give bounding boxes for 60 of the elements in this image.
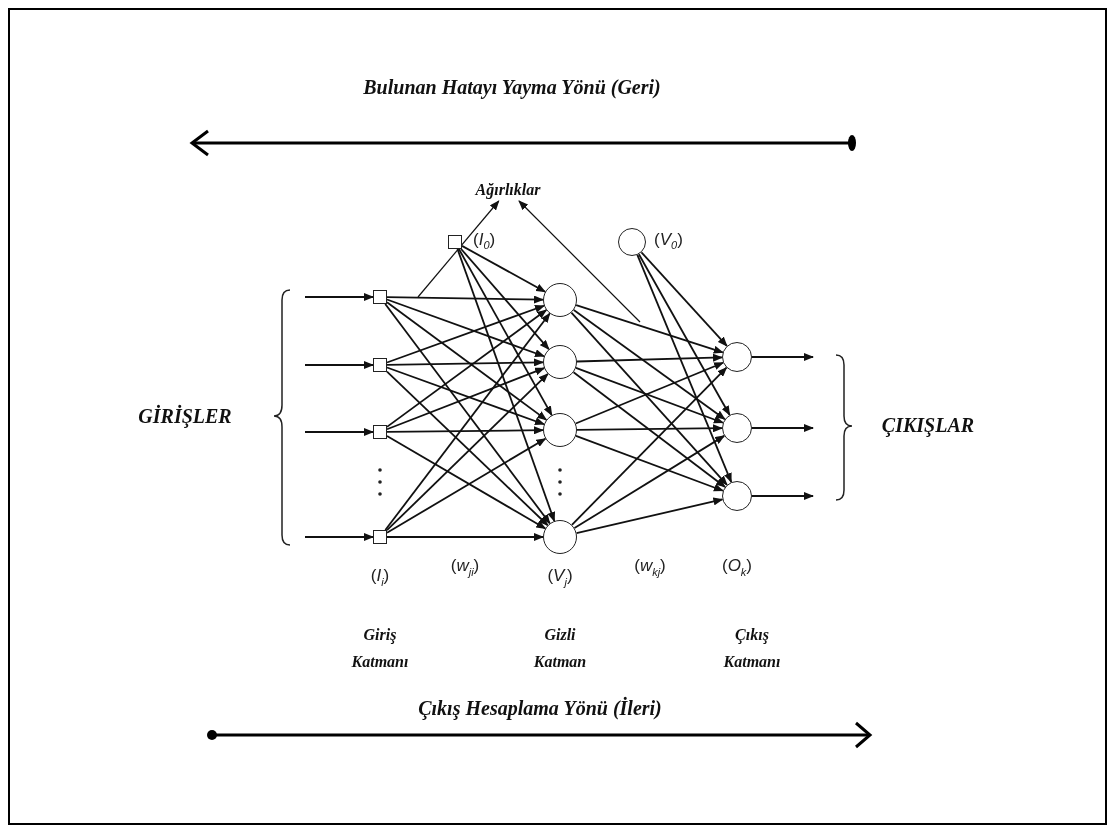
leader-arrow	[417, 200, 500, 298]
arrow	[751, 492, 814, 500]
arrow	[386, 298, 545, 358]
arrow	[386, 304, 545, 364]
arrow	[575, 435, 724, 492]
layer-name: Gizli Katman	[532, 625, 588, 672]
arrow	[571, 366, 728, 526]
neuron-circle	[543, 413, 577, 447]
neuron-circle	[722, 342, 752, 372]
layer-name: Giriş Katmanı	[350, 625, 410, 672]
layer-name: Çıkış Katmanı	[722, 625, 782, 672]
arrow	[386, 358, 544, 367]
arrow	[304, 428, 374, 436]
arrow	[751, 424, 814, 432]
arrow	[304, 293, 374, 301]
arrow	[304, 361, 374, 369]
input-neuron-square	[373, 425, 387, 439]
arrow	[304, 533, 374, 541]
neuron-circle	[618, 228, 646, 256]
arrow	[751, 353, 814, 361]
arrow	[576, 353, 723, 363]
arrow	[575, 304, 724, 354]
neuron-circle	[722, 481, 752, 511]
arrow	[638, 253, 731, 416]
arrow	[461, 244, 546, 293]
arrow	[456, 248, 556, 522]
arrow	[575, 497, 724, 535]
direction-title: Çıkış Hesaplama Yönü (İleri)	[418, 696, 662, 720]
input-neuron-square	[373, 530, 387, 544]
arrow	[573, 434, 726, 529]
inputs-label: GİRİŞLER	[138, 404, 232, 428]
arrow	[460, 248, 550, 351]
arrow	[640, 251, 728, 347]
arrow	[458, 248, 553, 417]
neuron-circle	[543, 283, 577, 317]
layer-symbol: (V$_{j}$)	[547, 566, 573, 588]
bias-label: (I$_{0}$)	[473, 230, 496, 252]
arrow	[636, 254, 733, 484]
direction-title: Bulunan Hatayı Yayma Yönü (Geri)	[363, 75, 661, 99]
arrow	[572, 309, 726, 421]
arrow	[570, 311, 728, 486]
leader-arrow	[518, 200, 641, 323]
input-neuron-square	[373, 358, 387, 372]
weight-symbol: (w$_{ji}$)	[450, 556, 480, 578]
neuron-circle	[543, 520, 577, 554]
layer-symbol: (O$_{k}$)	[721, 556, 753, 578]
neuron-circle	[722, 413, 752, 443]
arrow	[386, 426, 544, 435]
input-neuron-square	[448, 235, 462, 249]
neuron-circle	[543, 345, 577, 379]
outputs-label: ÇIKIŞLAR	[881, 413, 975, 437]
arrow	[386, 295, 544, 304]
input-neuron-square	[373, 290, 387, 304]
arrow	[386, 533, 544, 541]
weights-label: Ağırlıklar	[475, 181, 541, 199]
arrow	[576, 424, 723, 433]
weight-symbol: (w$_{kj}$)	[634, 556, 666, 578]
arrow	[572, 371, 726, 488]
bias-label: (V$_{0}$)	[654, 230, 683, 252]
layer-symbol: (I$_{i}$)	[370, 566, 390, 588]
